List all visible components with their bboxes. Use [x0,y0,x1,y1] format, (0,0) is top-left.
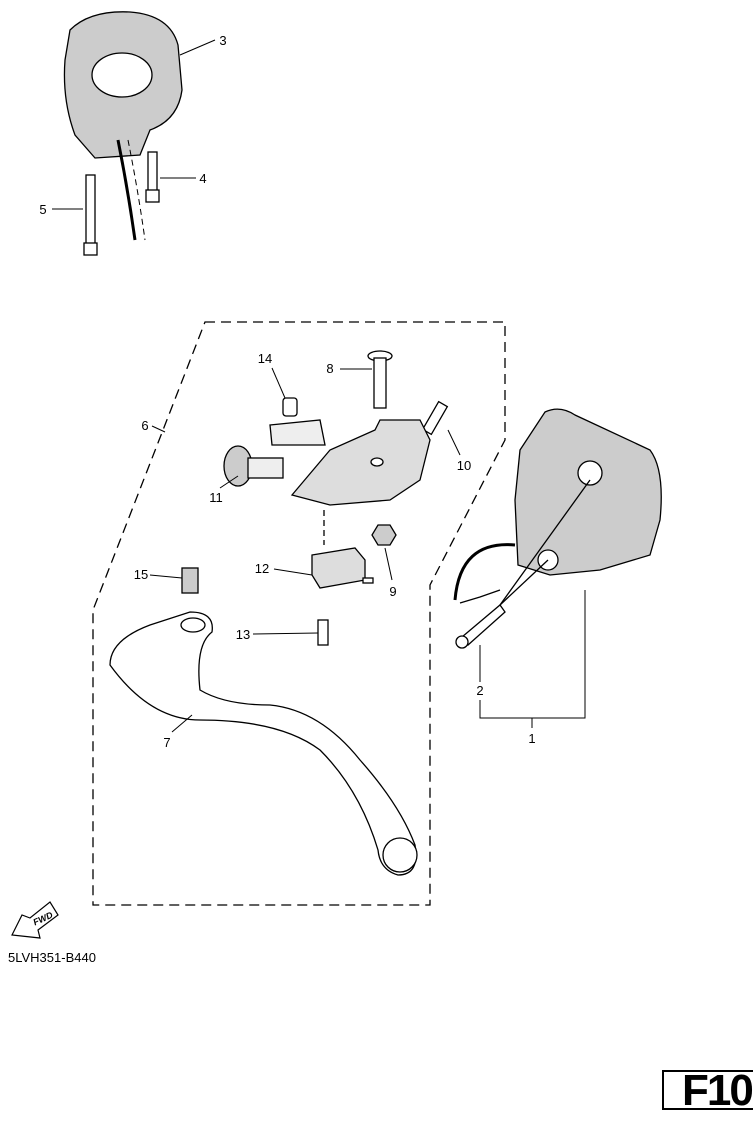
callout-2: 2 [476,683,483,698]
part-1-switch-housing [453,408,662,604]
callout-7: 7 [163,735,170,750]
fwd-arrow-icon: FWD [11,901,59,939]
part-13-screw [317,619,329,646]
callout-1: 1 [528,731,535,746]
callout-14: 14 [258,351,272,366]
part-7-lever [109,611,418,876]
callout-8: 8 [326,361,333,376]
callout-6: 6 [141,418,148,433]
page-label: F10 [682,1066,753,1115]
part-5-bolt [83,174,98,256]
callout-3: 3 [219,33,226,48]
callout-9: 9 [389,584,396,599]
callout-5: 5 [39,202,46,217]
assembly-6-boundary [92,321,506,906]
part-9-nut [371,524,397,546]
callout-10: 10 [457,458,471,473]
part-14-screw [282,397,298,417]
part-2-screw [455,479,591,649]
part-11-adjuster [223,445,284,487]
part-10-bolt [421,400,449,436]
callout-13: 13 [236,627,250,642]
leader-lines [52,39,586,733]
part-12-switch [311,547,374,589]
lever-bracket [269,419,431,506]
part-3-switch-housing [63,11,183,241]
callout-4: 4 [199,171,206,186]
part-8-bolt [367,350,393,409]
callout-15: 15 [134,567,148,582]
drawing-code: 5LVH351-B440 [8,950,96,965]
page-label-box: F10 [662,1066,753,1115]
part-15-collar [181,567,199,594]
callout-11: 11 [209,490,223,505]
callout-12: 12 [255,561,269,576]
part-4-bolt [145,151,160,203]
